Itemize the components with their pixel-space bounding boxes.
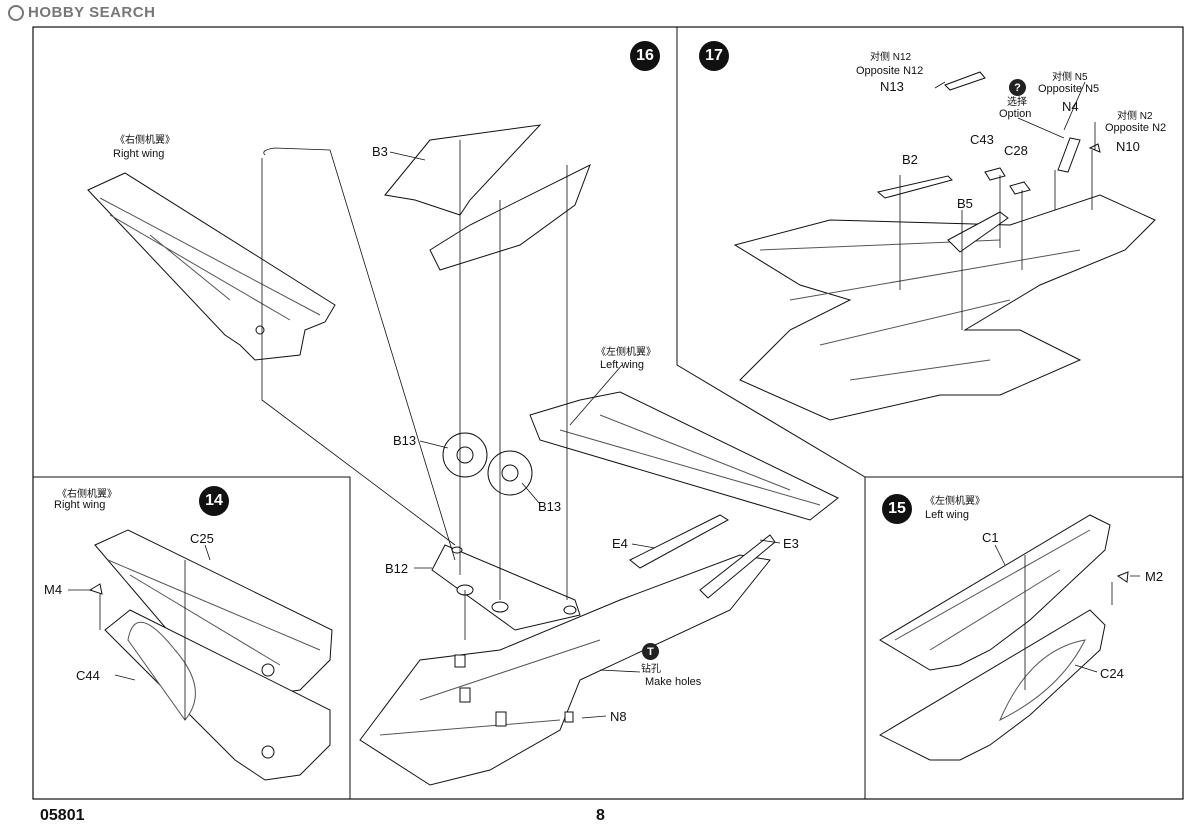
s17-option-label: Option	[999, 108, 1032, 120]
s16-drill-cn-label: 钻孔	[641, 664, 661, 675]
s17-part-c28	[1009, 181, 1031, 195]
s14-m4-label: M4	[44, 582, 63, 597]
step-16-number: 16	[630, 41, 660, 71]
s17-part-c43	[984, 167, 1006, 181]
s17-n13-label: N13	[880, 79, 904, 94]
s17-c43-label: C43	[970, 132, 994, 147]
step14-frame	[33, 476, 351, 799]
s17-n12-cn-label: 对侧 N12	[870, 52, 912, 63]
step17-parts	[733, 71, 1156, 421]
watermark-logo-icon	[8, 4, 24, 21]
s17-n5-label: Opposite N5	[1038, 83, 1100, 95]
s17-part-b5	[947, 211, 1009, 253]
s16-b13-label-b: B13	[538, 499, 562, 514]
step17-leaders	[899, 81, 1096, 330]
page-number: 8	[596, 807, 605, 824]
s17-n2-cn-label: 对侧 N2	[1117, 111, 1153, 122]
s16-right-wing-cn-label: 《右侧机翼》	[115, 135, 175, 146]
s16-left-wing-label: Left wing	[600, 359, 645, 371]
s14-part-m4	[88, 583, 103, 595]
step-17-number: 17	[699, 41, 729, 71]
s16-right-wing-label: Right wing	[113, 148, 165, 160]
step14-leaders	[68, 544, 211, 720]
s14-right-wing-label: Right wing	[54, 499, 106, 511]
s16-e4-label: E4	[612, 536, 628, 551]
s16-left-wing-cn-label: 《左侧机翼》	[596, 347, 656, 358]
s15-left-wing-label: Left wing	[925, 509, 970, 521]
s17-option-cn-label: 选择	[1007, 97, 1027, 108]
s15-c24-label: C24	[1100, 666, 1124, 681]
s16-b12-label: B12	[385, 561, 409, 576]
s15-wing-lower-c24	[878, 609, 1106, 761]
s17-part-b2	[876, 175, 953, 199]
s16-left-wing	[529, 391, 839, 521]
option-icon: ?	[1009, 79, 1026, 96]
s16-lower-fuselage	[359, 554, 771, 786]
s16-e3-label: E3	[783, 536, 799, 551]
s15-left-wing-cn-label: 《左侧机翼》	[925, 496, 985, 507]
s16-n8-label: N8	[610, 709, 627, 724]
s17-n10-label: N10	[1116, 139, 1140, 154]
s16-part-b3-top	[384, 124, 542, 216]
s17-fuselage	[733, 194, 1156, 421]
s14-right-wing-cn-label: 《右侧机翼》	[57, 489, 117, 500]
s15-part-m2	[1116, 571, 1129, 583]
s17-n5-cn-label: 对侧 N5	[1052, 72, 1088, 83]
s17-part-n13	[944, 71, 986, 91]
step14-parts	[88, 529, 333, 781]
watermark: HOBBY SEARCH	[8, 4, 155, 21]
s17-part-n4	[1057, 137, 1081, 173]
step16-parts	[87, 124, 839, 786]
s17-b2-label: B2	[902, 152, 918, 167]
product-code: 05801	[40, 807, 85, 824]
s17-n2-label: Opposite N2	[1105, 122, 1167, 134]
s17-b5-label: B5	[957, 196, 973, 211]
s16-b13-label-a: B13	[393, 433, 417, 448]
s17-n12-label: Opposite N12	[856, 65, 924, 77]
step15-parts	[878, 514, 1129, 761]
s15-wing-upper-c1	[879, 514, 1111, 671]
s17-c28-label: C28	[1004, 143, 1028, 158]
step16-leaders	[261, 140, 781, 719]
s16-drill-label: Make holes	[645, 676, 702, 688]
step17-frame	[676, 27, 1183, 478]
drill-icon: T	[642, 643, 659, 660]
s15-m2-label: M2	[1145, 569, 1164, 584]
s16-part-b3-bottom	[429, 163, 591, 271]
s16-b3-label: B3	[372, 144, 388, 159]
step-14-number: 14	[199, 486, 229, 516]
s16-part-b12	[431, 544, 581, 631]
s14-c25-label: C25	[190, 531, 214, 546]
watermark-text: HOBBY SEARCH	[28, 4, 156, 21]
s15-c1-label: C1	[982, 530, 999, 545]
s14-c44-label: C44	[76, 668, 100, 683]
step-15-number: 15	[882, 494, 912, 524]
s17-n4-label: N4	[1062, 99, 1079, 114]
s16-right-wing	[87, 172, 336, 361]
page-frame	[32, 26, 1184, 800]
s16-part-e4	[629, 514, 729, 569]
step15-leaders	[994, 544, 1140, 690]
